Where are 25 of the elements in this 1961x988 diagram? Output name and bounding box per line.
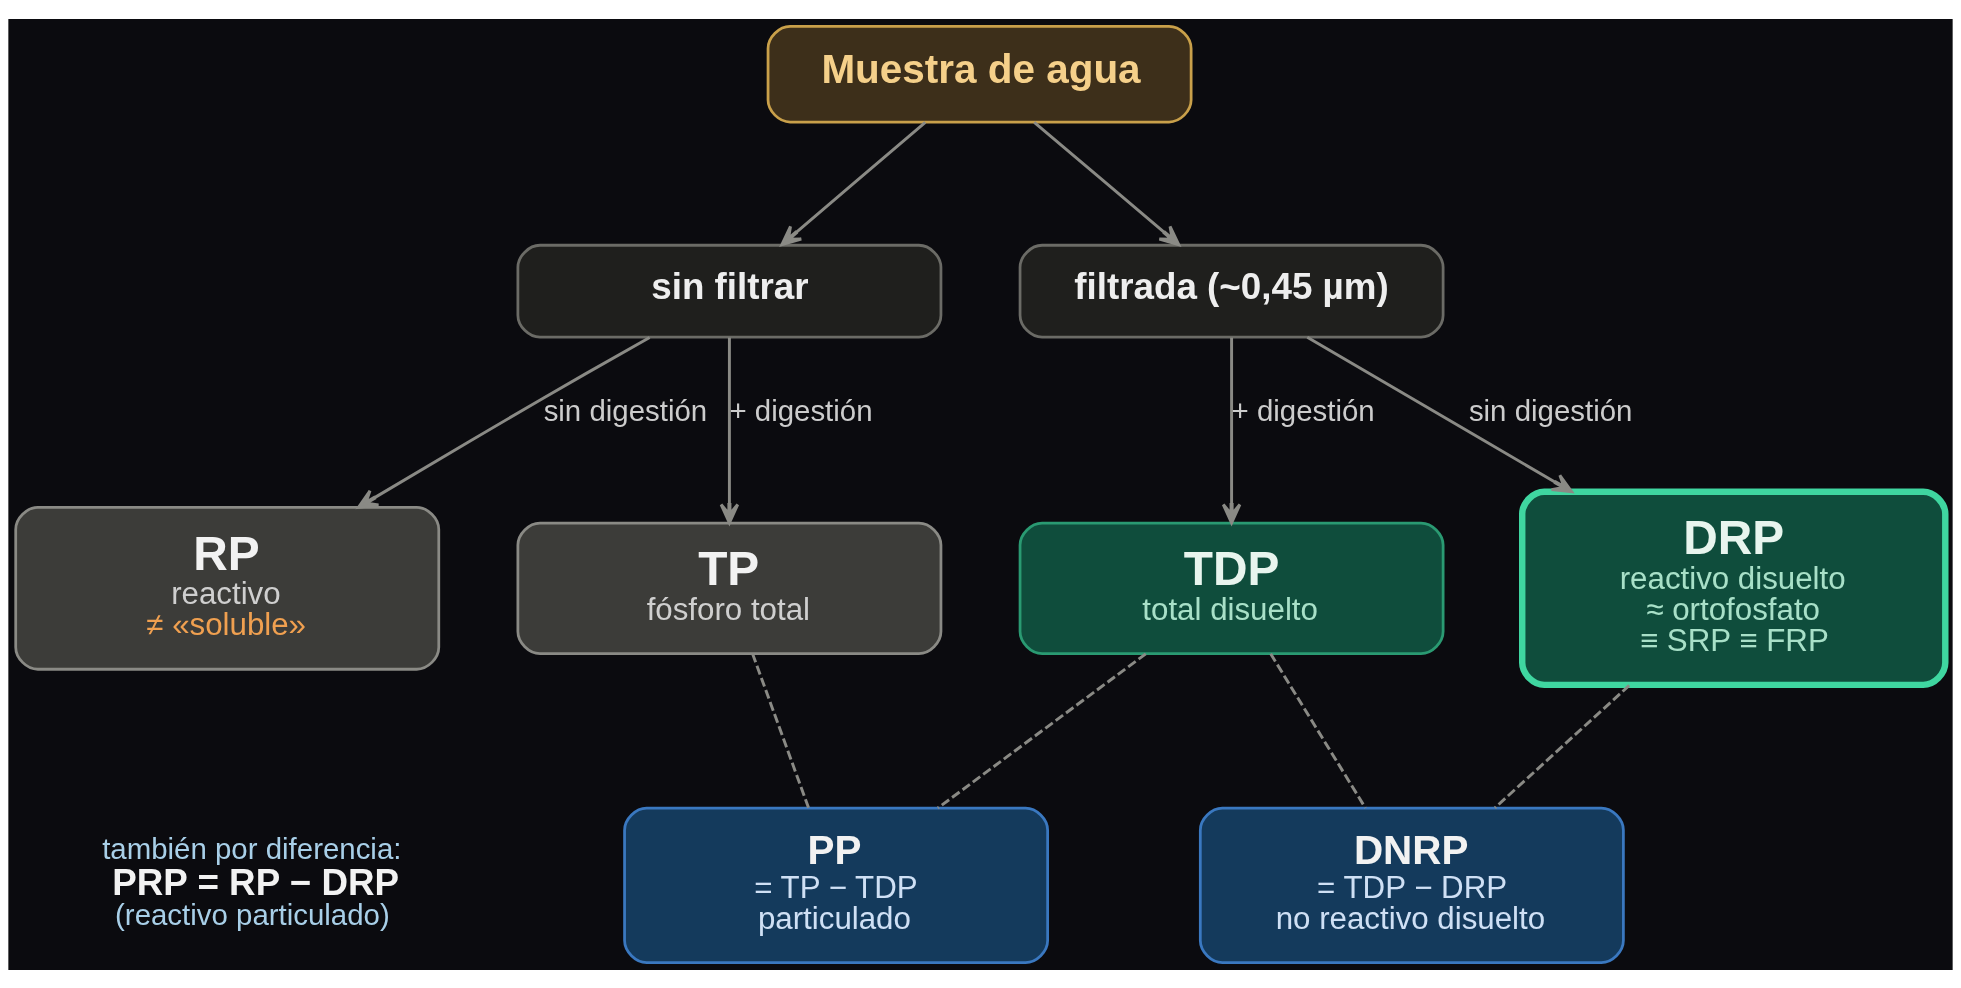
- node-box: DRP reactivo disuelto ≈ ortofosfato ≡ SRP ≡ FRP: [1519, 488, 1949, 688]
- arrow: [780, 120, 927, 246]
- node-box: DNRP = TDP − DRP no reactivo disuelto: [1198, 806, 1625, 964]
- edge-label: sin digestión: [543, 393, 708, 427]
- node-box: sin filtrar: [516, 243, 943, 339]
- label: (reactivo particulado): [115, 897, 390, 931]
- arrow: [719, 337, 740, 524]
- connector: [1494, 683, 1631, 809]
- connector: [751, 652, 811, 809]
- arrow: [1306, 335, 1574, 493]
- connector: [1269, 652, 1367, 809]
- edge-label: sin digestión: [1468, 393, 1633, 427]
- label: también por diferencia:: [102, 831, 402, 865]
- node-box: TDP total disuelto: [1018, 521, 1445, 655]
- arrow: [356, 335, 651, 509]
- connector: [937, 652, 1147, 809]
- edge-label: + digestión: [1231, 393, 1375, 427]
- node-box: RP reactivo ≠ «soluble»: [14, 505, 441, 671]
- node-box: filtrada (~0,45 µm): [1018, 243, 1445, 339]
- arrow: [1221, 337, 1242, 524]
- edge-label: + digestión: [729, 393, 873, 427]
- node-box: TP fósforo total: [516, 521, 943, 655]
- arrow: [1033, 120, 1181, 246]
- node-box: PP = TP − TDP particulado: [623, 806, 1050, 964]
- node-box: Muestra de agua: [766, 24, 1193, 123]
